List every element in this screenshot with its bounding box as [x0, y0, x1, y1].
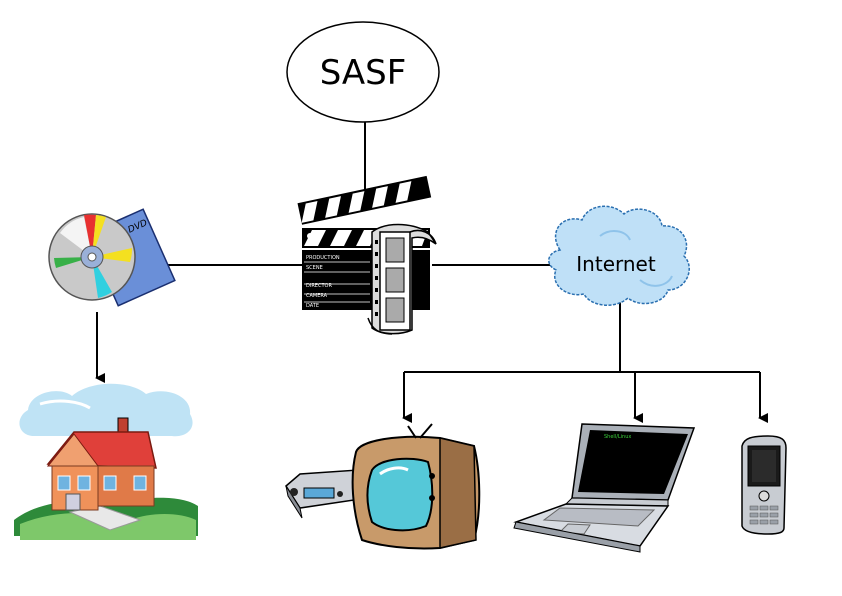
set-top-box-icon — [285, 469, 359, 519]
mobile-phone-icon — [741, 435, 787, 535]
clapper-field-0: PRODUCTION — [306, 255, 340, 261]
connectors — [95, 122, 768, 423]
laptop-screen-text: Shell/Linux — [604, 434, 631, 440]
internet-label: Internet — [576, 252, 656, 276]
clapper-field-3: CAMERA — [306, 293, 328, 299]
dvd-icon: DVD — [48, 208, 176, 307]
sasf-node: SASF — [286, 21, 440, 123]
clapperboard-icon: PRODUCTION SCENE DIRECTOR CAMERA DATE — [297, 175, 437, 335]
clapper-field-1: SCENE — [306, 265, 323, 271]
laptop-icon: Shell/Linux — [513, 423, 696, 553]
sasf-ellipse — [286, 21, 440, 123]
sasf-label: SASF — [320, 53, 407, 93]
film-strip-icon — [367, 223, 437, 335]
internet-cloud-icon: Internet — [548, 205, 690, 306]
house-icon — [14, 383, 198, 540]
television-icon — [285, 423, 481, 550]
clapper-field-2: DIRECTOR — [306, 283, 332, 289]
clapper-field-4: DATE — [306, 303, 319, 309]
